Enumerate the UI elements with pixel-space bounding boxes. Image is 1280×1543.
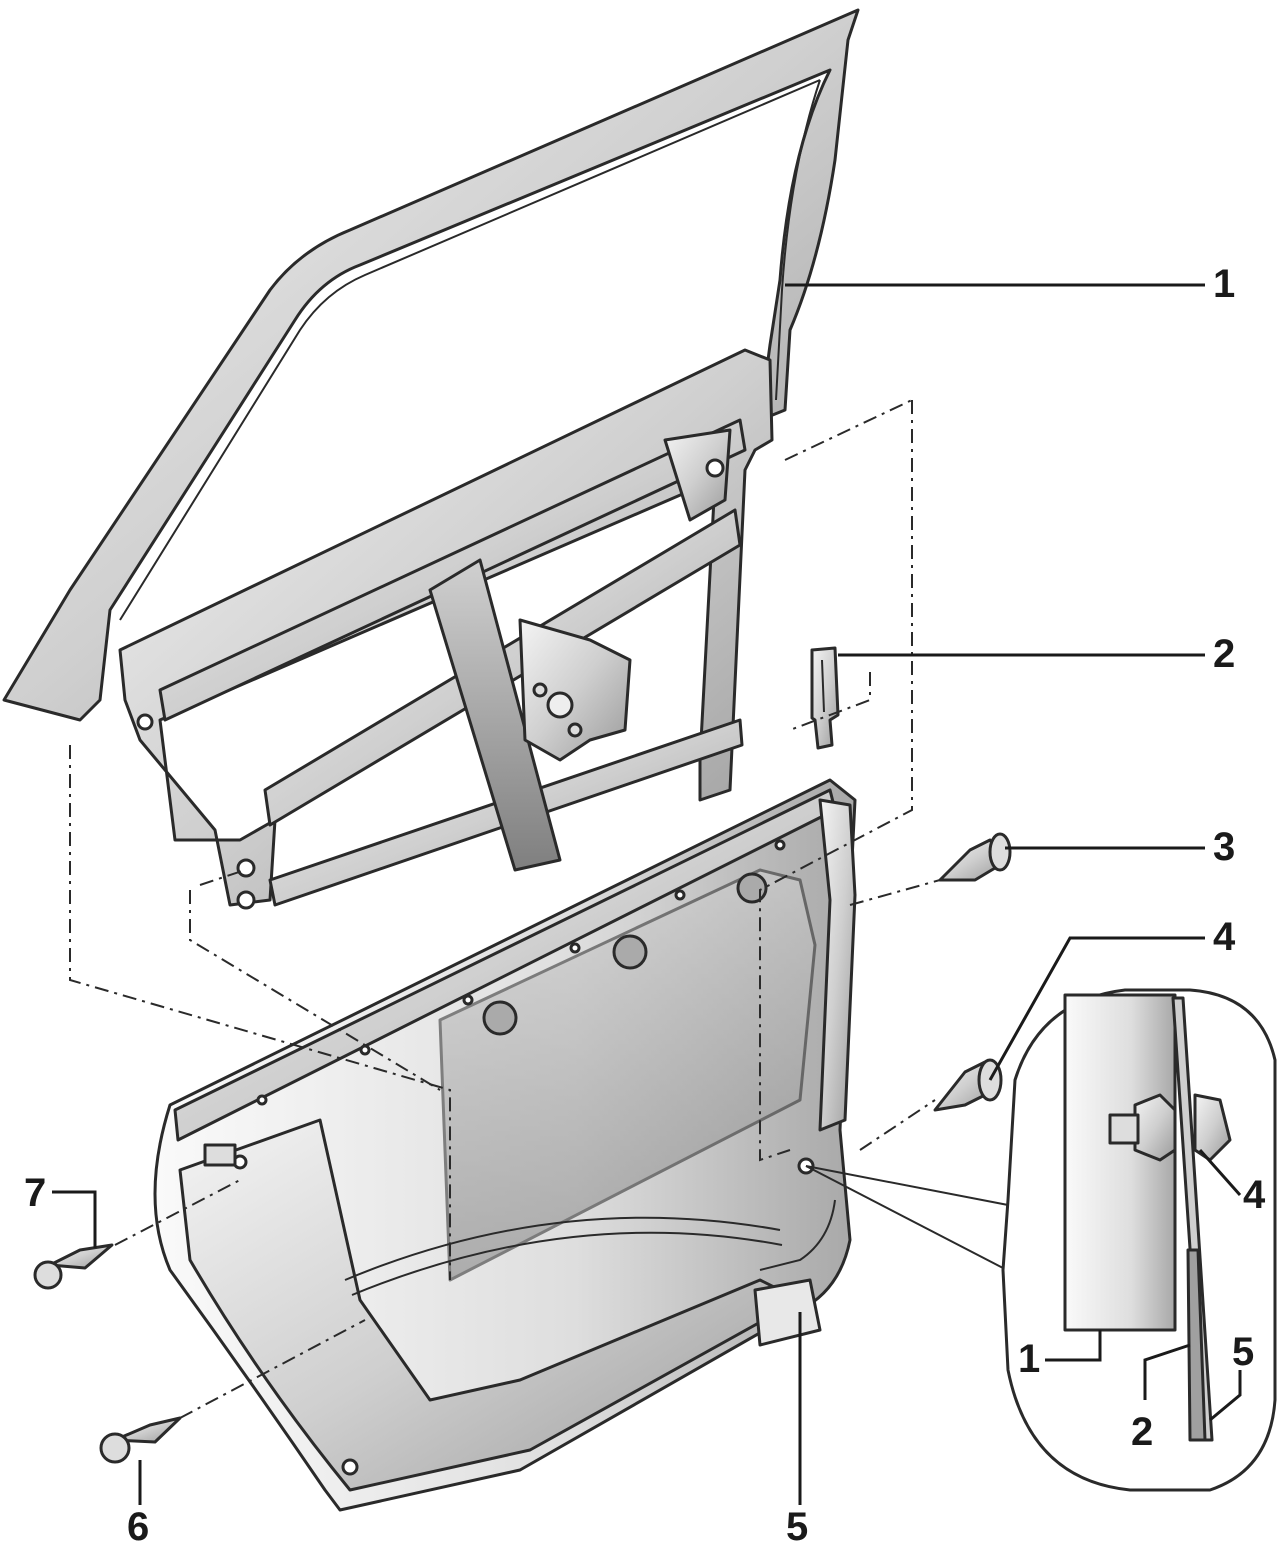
inset-part-2 xyxy=(1186,1248,1207,1442)
callout-1: 1 xyxy=(1213,262,1235,306)
window-regulator-frame xyxy=(118,348,774,910)
inset-callout-1: 1 xyxy=(1018,1337,1040,1381)
detail-inset xyxy=(1001,988,1277,1492)
inset-callout-4: 4 xyxy=(1243,1173,1266,1217)
guide-clip xyxy=(810,646,840,750)
screw-7 xyxy=(33,1243,114,1290)
callout-5: 5 xyxy=(786,1505,808,1543)
assembly-lines xyxy=(69,399,941,1419)
callout-2: 2 xyxy=(1213,632,1235,676)
inset-callout-5: 5 xyxy=(1232,1330,1254,1374)
screw-4 xyxy=(933,1058,1003,1112)
callout-3: 3 xyxy=(1213,825,1235,869)
callout-4: 4 xyxy=(1213,915,1236,959)
screw-6 xyxy=(99,1416,182,1464)
inset-part-4 xyxy=(1193,1093,1232,1162)
leader-lines xyxy=(52,283,1205,1505)
screw-3 xyxy=(938,832,1012,882)
callout-6: 6 xyxy=(127,1505,149,1543)
door-inner-panel xyxy=(153,778,857,1512)
inset-callout-2: 2 xyxy=(1131,1410,1153,1454)
inset-part-1 xyxy=(1063,993,1177,1332)
callout-7: 7 xyxy=(24,1171,46,1215)
